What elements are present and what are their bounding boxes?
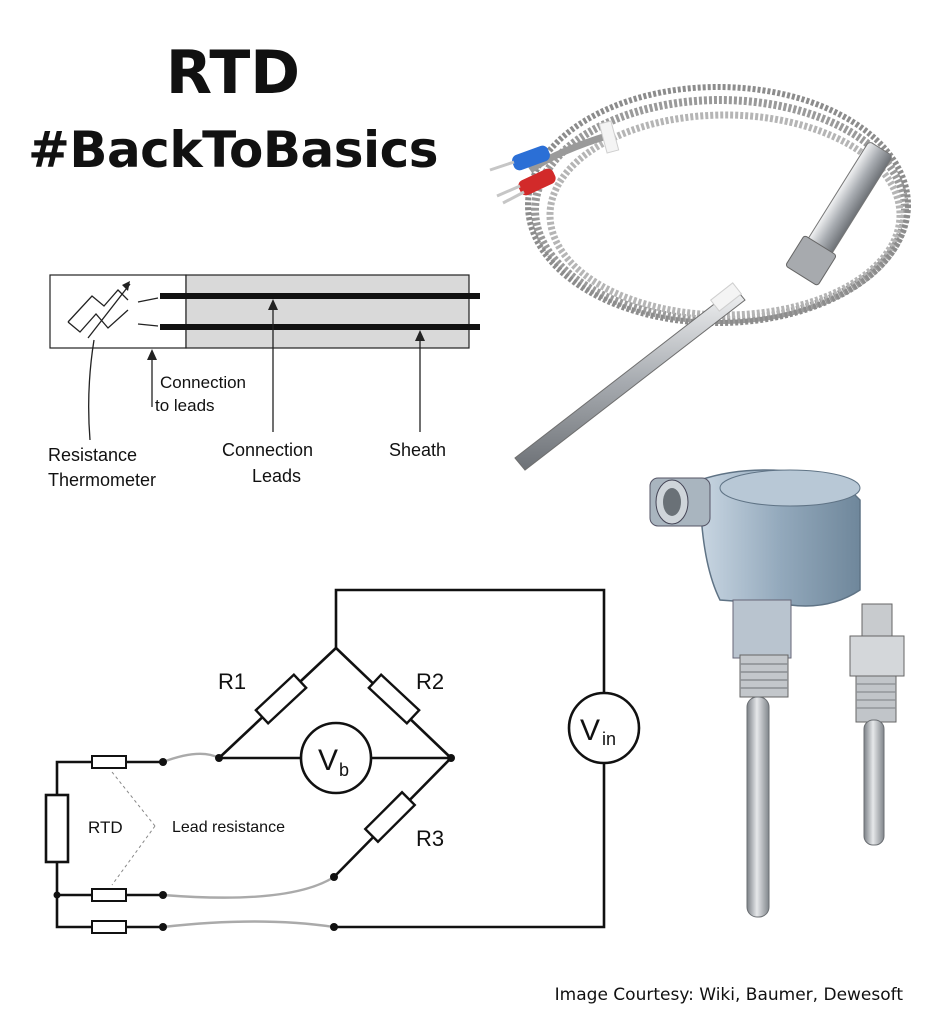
red-connector-icon xyxy=(496,168,556,205)
image-courtesy: Image Courtesy: Wiki, Baumer, Dewesoft xyxy=(554,985,903,1005)
meter-vin xyxy=(567,691,641,765)
label-connection-to-leads-1: Connection xyxy=(160,373,246,392)
connection-lead-lower xyxy=(160,324,480,330)
rtd-element xyxy=(44,793,70,864)
label-vb-main: V xyxy=(318,744,338,777)
lead-resistor-bottom xyxy=(91,920,127,934)
head-rtd-assembly-photo xyxy=(649,469,905,918)
lead-resistor-top xyxy=(91,755,127,769)
resistor-r1 xyxy=(254,672,308,726)
blue-connector-icon xyxy=(489,145,550,172)
label-connection-leads-1: Connection xyxy=(222,440,313,460)
label-r3: R3 xyxy=(416,826,444,851)
sensor-box xyxy=(49,274,187,349)
label-vb-sub: b xyxy=(339,760,349,780)
probe-rod-long xyxy=(746,696,770,918)
label-rtd: RTD xyxy=(88,818,123,837)
resistor-zigzag-symbol xyxy=(67,289,129,323)
label-sheath: Sheath xyxy=(389,440,446,460)
sheath-body xyxy=(185,274,470,349)
resistor-r2 xyxy=(367,672,421,726)
probe-rod-short xyxy=(863,719,885,846)
label-r1: R1 xyxy=(218,669,246,694)
label-r2: R2 xyxy=(416,669,444,694)
wheatstone-bridge-circuit xyxy=(218,588,606,929)
variable-arrow-head xyxy=(122,281,130,291)
label-connection-leads-2: Leads xyxy=(252,466,301,486)
label-vin-sub: in xyxy=(602,729,616,749)
label-resistance-thermometer-2: Thermometer xyxy=(48,470,156,490)
cable-rtd-probe-photo xyxy=(489,84,911,471)
label-connection-to-leads-2: to leads xyxy=(155,396,215,415)
meter-vb xyxy=(299,721,373,795)
resistor-zigzag-lower xyxy=(67,309,129,333)
page-title: RTD xyxy=(165,38,301,108)
rtd-construction-diagram: Connection to leads Resistance Thermomet… xyxy=(48,274,480,490)
label-resistance-thermometer-1: Resistance xyxy=(48,445,137,465)
label-lead-resistance: Lead resistance xyxy=(172,819,285,836)
resistor-r3 xyxy=(363,790,417,844)
connection-lead-upper xyxy=(160,293,480,299)
label-vin-main: V xyxy=(580,714,600,747)
variable-arrow-shaft xyxy=(87,283,131,339)
page-subtitle: #BackToBasics xyxy=(27,121,439,179)
lead-resistor-middle xyxy=(91,888,127,902)
